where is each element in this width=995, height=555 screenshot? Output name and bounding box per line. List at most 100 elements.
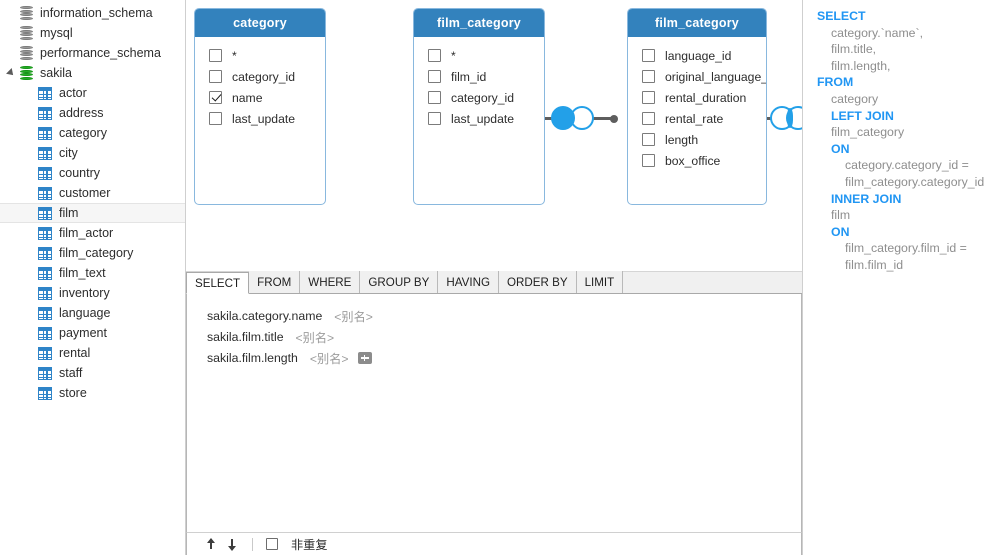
table-item-city[interactable]: city (0, 143, 185, 163)
table-icon (38, 166, 52, 180)
select-field-name[interactable]: sakila.film.length (207, 351, 298, 365)
column-row[interactable]: category_id (209, 66, 325, 87)
column-checkbox[interactable] (642, 49, 655, 62)
table-item-address[interactable]: address (0, 103, 185, 123)
column-checkbox[interactable] (642, 133, 655, 146)
select-alias-input[interactable]: <别名> (334, 310, 373, 324)
table-icon (38, 306, 52, 320)
tab-where[interactable]: WHERE (300, 271, 361, 293)
column-label: rental_duration (665, 90, 747, 105)
select-alias-input[interactable]: <别名> (295, 331, 335, 345)
sql-text-line: category (831, 91, 879, 106)
column-checkbox[interactable] (428, 49, 441, 62)
sql-text-line: category.`name`, (831, 25, 924, 40)
table-item-store[interactable]: store (0, 383, 185, 403)
table-item-inventory[interactable]: inventory (0, 283, 185, 303)
table-item-film_category[interactable]: film_category (0, 243, 185, 263)
schema-item-mysql[interactable]: mysql (0, 23, 185, 43)
diagram-table-title: film_category (414, 9, 544, 37)
move-down-icon[interactable] (225, 536, 239, 552)
table-item-actor[interactable]: actor (0, 83, 185, 103)
table-icon (38, 126, 52, 140)
sql-text-line: film_category (831, 125, 905, 140)
table-item-rental[interactable]: rental (0, 343, 185, 363)
column-row[interactable]: rental_duration (642, 87, 766, 108)
tab-limit[interactable]: LIMIT (576, 271, 624, 293)
database-icon (20, 26, 33, 40)
tab-from[interactable]: FROM (249, 271, 301, 293)
column-row[interactable]: * (428, 45, 544, 66)
table-item-film_text[interactable]: film_text (0, 263, 185, 283)
column-checkbox[interactable] (428, 70, 441, 83)
expand-twisty-icon[interactable] (6, 68, 16, 78)
column-checkbox[interactable] (209, 112, 222, 125)
table-item-customer[interactable]: customer (0, 183, 185, 203)
column-checkbox[interactable] (428, 91, 441, 104)
clause-toolbar[interactable]: 非重复 (186, 532, 802, 555)
tab-order-by[interactable]: ORDER BY (499, 271, 577, 293)
schema-item-label: performance_schema (40, 46, 161, 60)
table-item-film_actor[interactable]: film_actor (0, 223, 185, 243)
column-row[interactable]: film_id (428, 66, 544, 87)
column-label: box_office (665, 153, 721, 168)
column-row[interactable]: rental_rate (642, 108, 766, 129)
column-checkbox[interactable] (642, 91, 655, 104)
select-alias-input[interactable]: <别名> (309, 352, 349, 366)
tab-group-by[interactable]: GROUP BY (360, 271, 439, 293)
table-item-staff[interactable]: staff (0, 363, 185, 383)
column-row[interactable]: last_update (428, 108, 544, 129)
select-field-row[interactable]: sakila.film.title <别名> (207, 328, 801, 346)
schema-item-performance_schema[interactable]: performance_schema (0, 43, 185, 63)
tab-select[interactable]: SELECT (186, 272, 250, 294)
column-row[interactable]: last_update (209, 108, 325, 129)
column-checkbox[interactable] (642, 70, 655, 83)
table-item-country[interactable]: country (0, 163, 185, 183)
table-item-film[interactable]: film (0, 203, 185, 223)
sql-text-line: film.title, (831, 42, 877, 57)
column-label: rental_rate (665, 111, 724, 126)
table-item-label: film_text (59, 266, 106, 280)
left-join-icon[interactable] (551, 106, 595, 130)
move-up-icon[interactable] (204, 536, 218, 552)
select-field-name[interactable]: sakila.film.title (207, 330, 284, 344)
select-field-row[interactable]: sakila.film.length <别名> (207, 349, 801, 367)
column-checkbox[interactable] (642, 112, 655, 125)
table-item-payment[interactable]: payment (0, 323, 185, 343)
column-row[interactable]: original_language_id (642, 66, 766, 87)
schema-item-information_schema[interactable]: information_schema (0, 3, 185, 23)
select-field-name[interactable]: sakila.category.name (207, 309, 323, 323)
tab-having[interactable]: HAVING (438, 271, 499, 293)
distinct-checkbox[interactable] (266, 538, 278, 550)
schema-item-sakila[interactable]: sakila (0, 63, 185, 83)
column-checkbox[interactable] (209, 91, 222, 104)
table-icon (38, 366, 52, 380)
table-item-label: language (59, 306, 111, 320)
column-label: * (232, 48, 237, 63)
column-row[interactable]: category_id (428, 87, 544, 108)
add-field-icon[interactable] (357, 352, 372, 364)
column-row[interactable]: name (209, 87, 325, 108)
select-field-row[interactable]: sakila.category.name <别名> (207, 307, 801, 325)
column-row[interactable]: * (209, 45, 325, 66)
column-checkbox[interactable] (428, 112, 441, 125)
column-row[interactable]: language_id (642, 45, 766, 66)
select-clause-pane[interactable]: sakila.category.name<别名>sakila.film.titl… (186, 294, 802, 532)
table-icon (38, 226, 52, 240)
column-checkbox[interactable] (209, 49, 222, 62)
inner-join-icon[interactable] (770, 106, 802, 130)
column-checkbox[interactable] (209, 70, 222, 83)
column-row[interactable]: length (642, 129, 766, 150)
column-row[interactable]: box_office (642, 150, 766, 171)
column-checkbox[interactable] (642, 154, 655, 167)
table-item-category[interactable]: category (0, 123, 185, 143)
inner-join-intersection (787, 108, 793, 128)
table-item-language[interactable]: language (0, 303, 185, 323)
